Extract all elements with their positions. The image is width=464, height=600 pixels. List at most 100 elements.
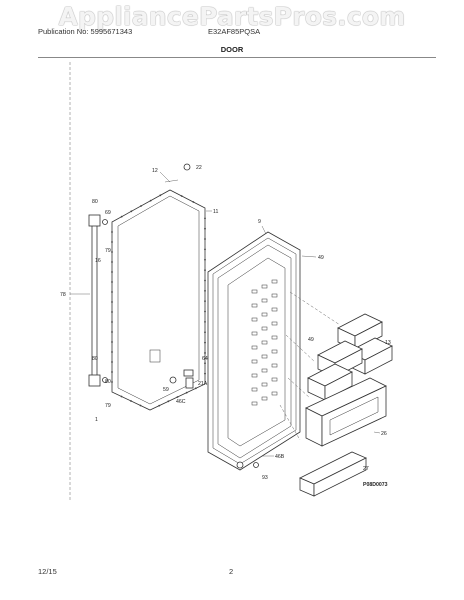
rivet [130, 400, 132, 402]
rivet [204, 352, 206, 354]
door-handle [88, 214, 108, 387]
liner-slot [271, 307, 278, 312]
rivet [180, 195, 183, 197]
rivet [185, 391, 188, 394]
callout-78: 80 [92, 356, 98, 362]
liner-slot [271, 335, 278, 340]
callout-69-top: 79 [105, 248, 111, 254]
callout-13: 64 [202, 356, 208, 362]
callout-80-top: 80 [92, 199, 98, 205]
footer-page-number: 2 [229, 567, 234, 576]
liner-slot [271, 391, 278, 396]
callout-16: 78 [60, 292, 66, 298]
liner-slot [251, 373, 258, 378]
rivet [204, 362, 206, 365]
liner-slot [271, 321, 278, 326]
hinge-bracket-13 [183, 369, 194, 377]
rivet [159, 194, 162, 197]
liner-slot [251, 317, 258, 322]
rivet [111, 261, 113, 263]
liner-slot [261, 382, 268, 387]
screw-22 [183, 163, 191, 171]
rivet [111, 331, 113, 333]
inner-door-liner [207, 231, 301, 471]
rivet [204, 372, 206, 375]
liner-slots [251, 279, 278, 406]
callout-22: 22 [196, 165, 202, 171]
rivet [204, 279, 206, 282]
rivet [204, 341, 206, 344]
rivet [111, 341, 113, 343]
rivet [111, 281, 113, 283]
rivet [167, 400, 170, 403]
liner-slot [251, 331, 258, 336]
rivet [111, 351, 113, 353]
callout-9: 49 [318, 255, 324, 261]
rivet [140, 205, 142, 207]
liner-slot [251, 345, 258, 350]
guide-bin-middle [285, 334, 316, 363]
rivet [204, 300, 206, 303]
rivet [204, 248, 206, 251]
door-bin-46c [305, 377, 387, 447]
rivet [111, 241, 113, 243]
liner-slot [261, 340, 268, 345]
panel-hinge-top [164, 179, 179, 183]
callout-49-left: 49 [308, 337, 314, 343]
liner-slot [261, 298, 268, 303]
rivet [176, 396, 179, 398]
rivet [158, 404, 161, 407]
rivet [204, 227, 206, 230]
screw-27 [253, 462, 259, 468]
liner-slot [271, 349, 278, 354]
panel-bracket [149, 349, 161, 363]
liner-slot [251, 387, 258, 392]
rivet [194, 387, 197, 390]
liner-slot [271, 293, 278, 298]
outer-door-panel [111, 189, 206, 411]
callout-80-top2: 69 [105, 210, 111, 216]
rivet [120, 395, 123, 398]
callout-80-bottom: 80 [105, 379, 111, 385]
callout-46c: 26 [381, 431, 387, 437]
rivet [111, 231, 113, 233]
callout-79-top: 16 [95, 258, 101, 264]
watermark-logo: AppliancePartsPros.com [58, 2, 406, 31]
liner-slot [251, 303, 258, 308]
callout-64: 59 [163, 387, 169, 393]
callout-12: 12 [152, 168, 158, 174]
rivet [130, 210, 133, 213]
callout-1: 9 [258, 219, 261, 225]
hinge-pin-21a [185, 377, 194, 389]
liner-slot [251, 401, 258, 406]
door-bin-46b [299, 451, 367, 497]
rivet [204, 289, 206, 292]
bushing-93 [236, 461, 244, 469]
rivet [111, 271, 113, 273]
cap-64 [169, 376, 177, 384]
liner-slot [261, 326, 268, 331]
liner-slot [271, 279, 278, 284]
guide-bin-bottom [279, 404, 301, 441]
footer-date: 12/15 [38, 567, 57, 576]
rivet [120, 215, 123, 218]
liner-slot [251, 289, 258, 294]
rivet [111, 311, 113, 313]
liner-slot [271, 377, 278, 382]
rivet [204, 269, 206, 272]
rivet [204, 258, 206, 261]
liner-slot [261, 284, 268, 289]
door-bin-49-lower [307, 363, 353, 401]
rivet [204, 238, 206, 240]
callout-59: 21A [198, 381, 208, 387]
callout-labels: 12 22 11 80 69 79 16 78 80 80 79 1 9 49 … [60, 165, 391, 488]
rivet [111, 321, 113, 323]
publication-number: Publication No: 5995671343 [38, 27, 133, 36]
rivet [111, 381, 113, 383]
figure-id: P08D0073 [363, 482, 388, 488]
liner-slot [251, 359, 258, 364]
header-rule [38, 57, 436, 58]
callout-49-right: 13 [385, 340, 391, 346]
liner-slot [261, 396, 268, 401]
